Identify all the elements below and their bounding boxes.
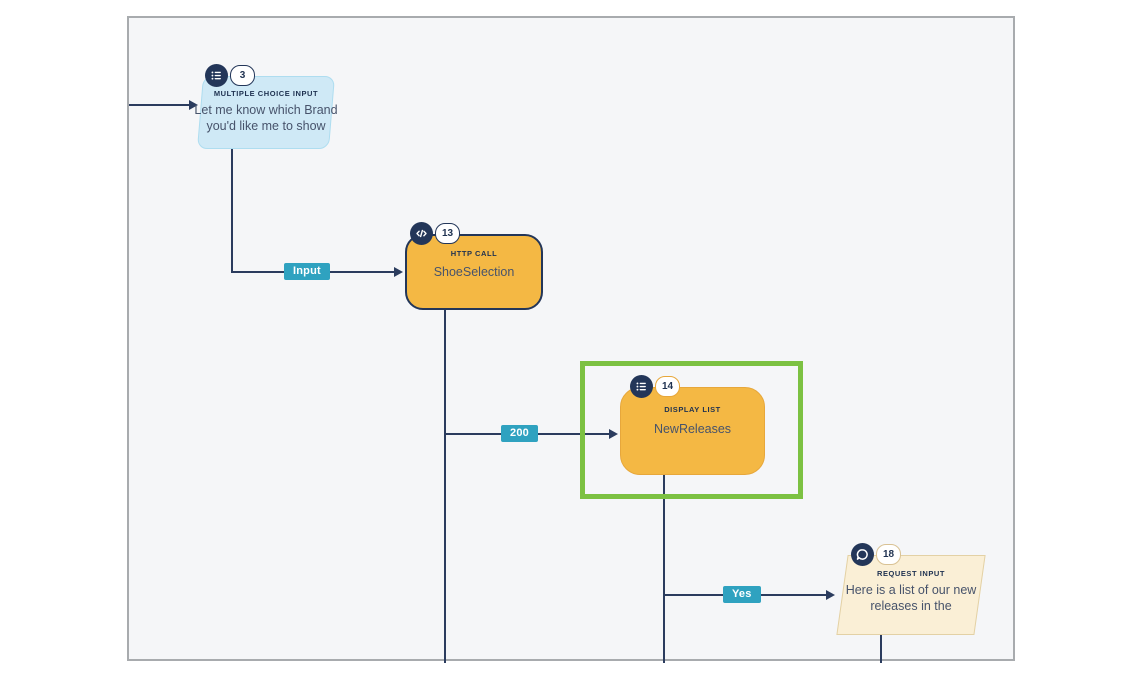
connector-label-input[interactable]: Input — [284, 263, 330, 280]
node-shape — [405, 234, 543, 310]
connector-line — [129, 104, 190, 106]
node-http-call[interactable]: 13 HTTP CALL ShoeSelection — [405, 222, 543, 310]
connector-line — [444, 309, 446, 663]
node-id-badge: 3 — [230, 65, 255, 86]
connector-arrow-icon — [394, 267, 403, 277]
connector-arrow-icon — [826, 590, 835, 600]
node-multiple-choice-input[interactable]: 3 MULTIPLE CHOICE INPUT Let me know whic… — [194, 64, 338, 149]
code-icon — [410, 222, 433, 245]
node-request-input[interactable]: 18 REQUEST INPUT Here is a list of our n… — [836, 543, 986, 635]
connector-arrow-icon — [189, 100, 198, 110]
list-icon — [205, 64, 228, 87]
node-text: NewReleases — [653, 422, 732, 436]
node-type-label: REQUEST INPUT — [877, 569, 945, 578]
connector-line — [231, 148, 233, 272]
node-shape — [620, 387, 765, 475]
node-id-badge: 13 — [435, 223, 460, 244]
list-icon — [630, 375, 653, 398]
chat-icon — [851, 543, 874, 566]
node-type-label: DISPLAY LIST — [664, 405, 721, 414]
connector-arrow-icon — [609, 429, 618, 439]
node-display-list[interactable]: 14 DISPLAY LIST NewReleases — [620, 375, 765, 475]
selection-highlight — [580, 361, 803, 499]
connector-label-200[interactable]: 200 — [501, 425, 538, 442]
node-id-badge: 14 — [655, 376, 680, 397]
connector-label-yes[interactable]: Yes — [723, 586, 761, 603]
node-id-badge: 18 — [876, 544, 901, 565]
flow-canvas[interactable]: Input 200 Yes 3 MULTIPLE — [127, 16, 1015, 663]
node-type-label: HTTP CALL — [450, 249, 498, 258]
connector-line — [663, 474, 665, 663]
node-text: Here is a list of our new releases in th… — [845, 583, 977, 613]
node-type-label: MULTIPLE CHOICE INPUT — [213, 89, 319, 98]
node-text: ShoeSelection — [433, 265, 515, 279]
connector-line — [880, 634, 882, 663]
node-text: Let me know which Brand you'd like me to… — [194, 103, 338, 133]
